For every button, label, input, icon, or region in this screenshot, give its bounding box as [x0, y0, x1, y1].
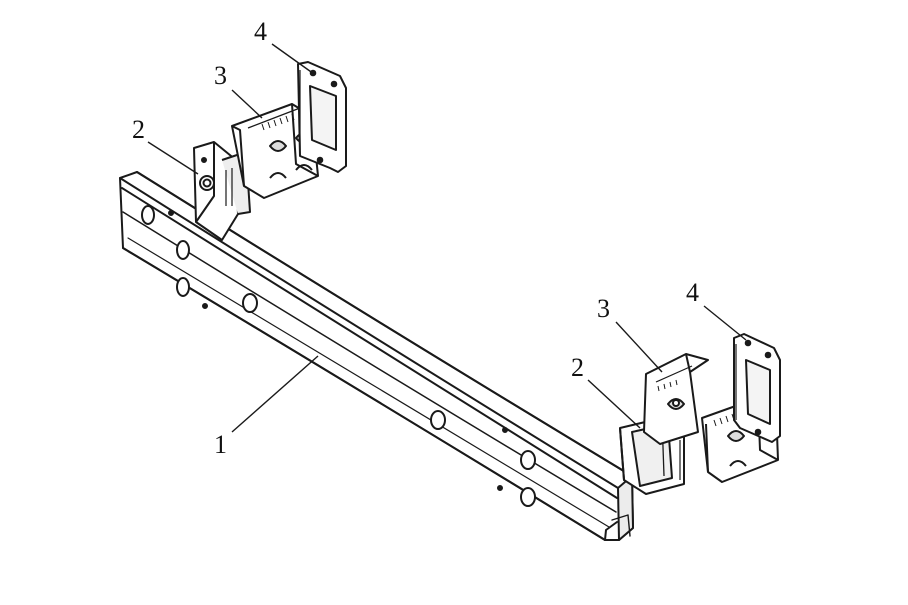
leader-2-left	[147, 141, 199, 175]
leader-2-right	[587, 379, 641, 429]
right-absorber	[643, 353, 709, 445]
leader-4-right	[703, 305, 747, 341]
leader-3-left	[231, 89, 263, 119]
callout-bracket-right: 2	[571, 353, 584, 382]
leader-4-left	[271, 43, 315, 75]
leader-1	[231, 355, 319, 433]
leader-lines	[147, 43, 747, 433]
callout-plate-left: 4	[254, 17, 267, 46]
callout-absorber-right: 3	[597, 294, 610, 323]
callout-absorber-left: 3	[214, 61, 227, 90]
right-mounting-plate	[733, 333, 781, 443]
callout-beam: 1	[214, 430, 227, 459]
callout-plate-right: 4	[686, 278, 699, 307]
left-mounting-plate	[297, 61, 347, 173]
crossbeam	[119, 171, 634, 541]
callout-bracket-left: 2	[132, 115, 145, 144]
leader-3-right	[615, 321, 663, 373]
